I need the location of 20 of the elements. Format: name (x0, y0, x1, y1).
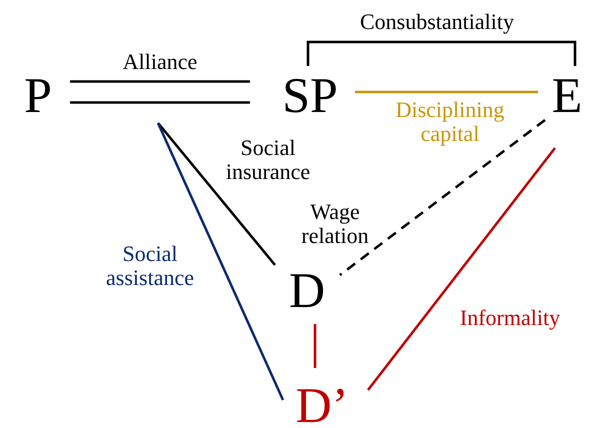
connector-line (156, 122, 284, 401)
connector-line (355, 90, 538, 94)
dashed-connector (339, 119, 546, 276)
edge-label: Social assistance (105, 242, 195, 290)
connector-line (306, 40, 576, 66)
node-label: P (24, 70, 52, 120)
edge-label: Social insurance (224, 136, 312, 184)
node-label: E (552, 70, 582, 120)
connector-line (68, 80, 252, 104)
edge-label: Disciplining capital (394, 98, 506, 146)
node-label: SP (282, 70, 338, 120)
connector-line (314, 324, 316, 368)
edge-label: Alliance (122, 50, 198, 74)
edge-label: Wage relation (300, 200, 370, 248)
edge-label: Consubstantiality (360, 10, 514, 34)
connector-line (367, 147, 556, 391)
connector-line (157, 122, 276, 266)
node-label: D (288, 265, 326, 315)
edge-label: Informality (460, 306, 560, 330)
node-label: D’ (296, 380, 348, 428)
